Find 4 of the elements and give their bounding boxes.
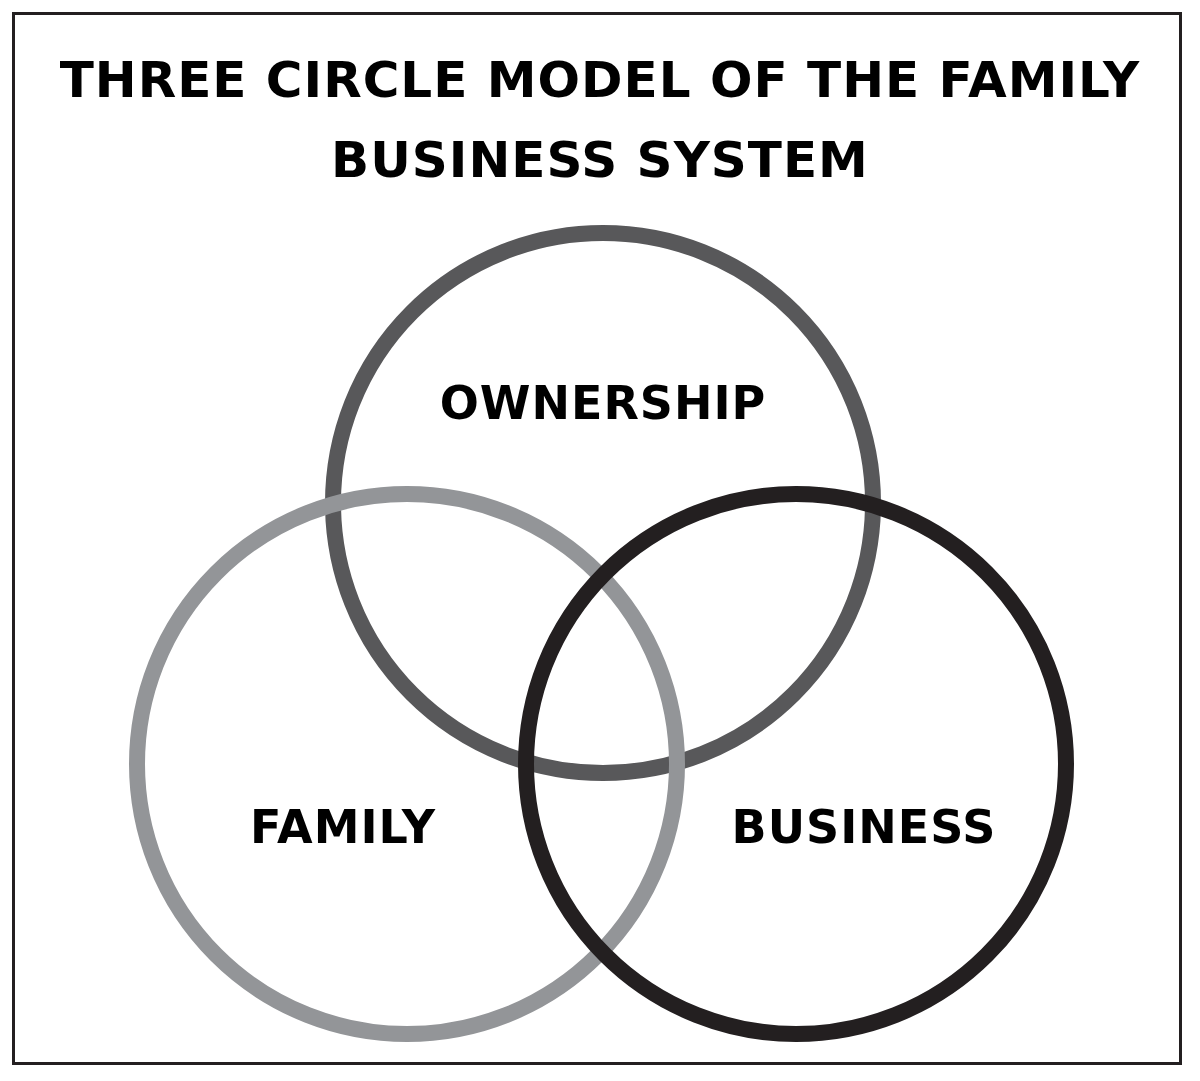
circle-label: FAMILY [249, 800, 437, 854]
circle-label: BUSINESS [731, 800, 997, 854]
circle-label: OWNERSHIP [439, 376, 767, 430]
title: THREE CIRCLE MODEL OF THE FAMILY BUSINESS SYSTEM [58, 50, 1142, 191]
